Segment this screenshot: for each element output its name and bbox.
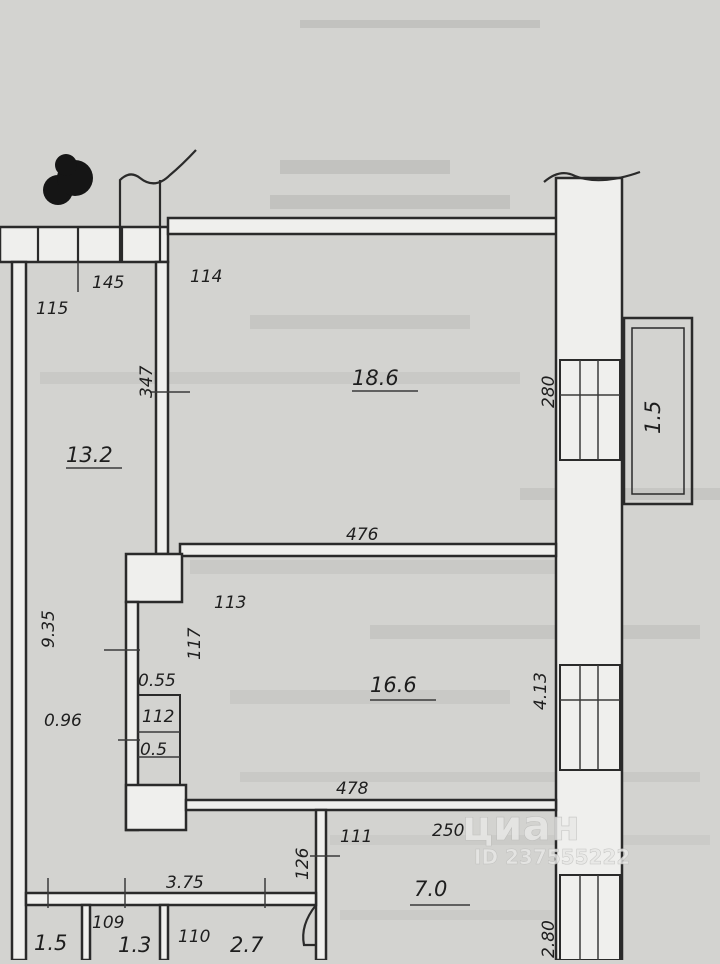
dimension-labels: 145 114 115 347 280 476 113 117 0.55 112… [36, 267, 559, 958]
wall-top-left [0, 225, 170, 264]
dim-478: 478 [336, 779, 369, 799]
dim-117: 117 [185, 627, 205, 660]
watermark: циан ID 237555222 [462, 801, 631, 870]
area-closet: 0.5 [140, 740, 167, 760]
windows [559, 359, 621, 961]
dim-347: 347 [137, 365, 157, 398]
dim-375: 3.75 [166, 873, 204, 893]
watermark-id: ID 237555222 [474, 845, 630, 869]
area-small-3: 2.7 [230, 933, 264, 957]
wall-partition-6 [24, 891, 318, 907]
dim-413: 4.13 [531, 672, 551, 710]
dim-109: 109 [92, 913, 124, 933]
room-area-labels: 13.2 18.6 16.6 7.0 1.5 1.5 1.3 2.7 0.5 [34, 366, 665, 957]
wall-right [554, 176, 624, 962]
area-small-2: 1.3 [118, 933, 151, 957]
dim-055: 0.55 [138, 671, 176, 691]
dim-112: 112 [142, 707, 174, 727]
dim-126: 126 [293, 847, 313, 880]
watermark-brand: циан [462, 801, 580, 850]
dim-476: 476 [346, 525, 379, 545]
wall-top [166, 216, 568, 236]
area-room-a: 13.2 [66, 443, 113, 467]
area-room-d: 7.0 [414, 877, 447, 901]
dim-145: 145 [92, 273, 124, 293]
dim-250: 250 [432, 821, 464, 841]
balcony [622, 316, 694, 506]
dim-935: 9.35 [39, 610, 59, 648]
dimension-ticks [47, 262, 340, 908]
area-room-c: 16.6 [370, 673, 417, 697]
dim-114: 114 [190, 267, 222, 287]
ink-blot [43, 154, 93, 205]
dim-096: 0.96 [44, 711, 82, 731]
wall-partition-1 [154, 260, 170, 556]
door-swing [302, 904, 317, 947]
dim-115: 115 [36, 299, 68, 319]
dim-280-bottom: 2.80 [539, 920, 559, 958]
dim-110: 110 [178, 927, 210, 947]
area-balcony: 1.5 [641, 401, 665, 434]
dim-113: 113 [214, 593, 246, 613]
wall-partition-4 [184, 798, 558, 812]
wall-partition-2 [178, 542, 558, 558]
wall-partition-5 [314, 808, 328, 962]
dim-111: 111 [340, 827, 372, 847]
walls [0, 149, 641, 962]
area-small-1: 1.5 [34, 931, 67, 955]
wall-column [124, 552, 184, 604]
dim-280-top: 280 [539, 376, 559, 408]
area-room-b: 18.6 [352, 366, 399, 390]
wall-column-bottom [124, 783, 188, 832]
wall-left [10, 260, 28, 962]
